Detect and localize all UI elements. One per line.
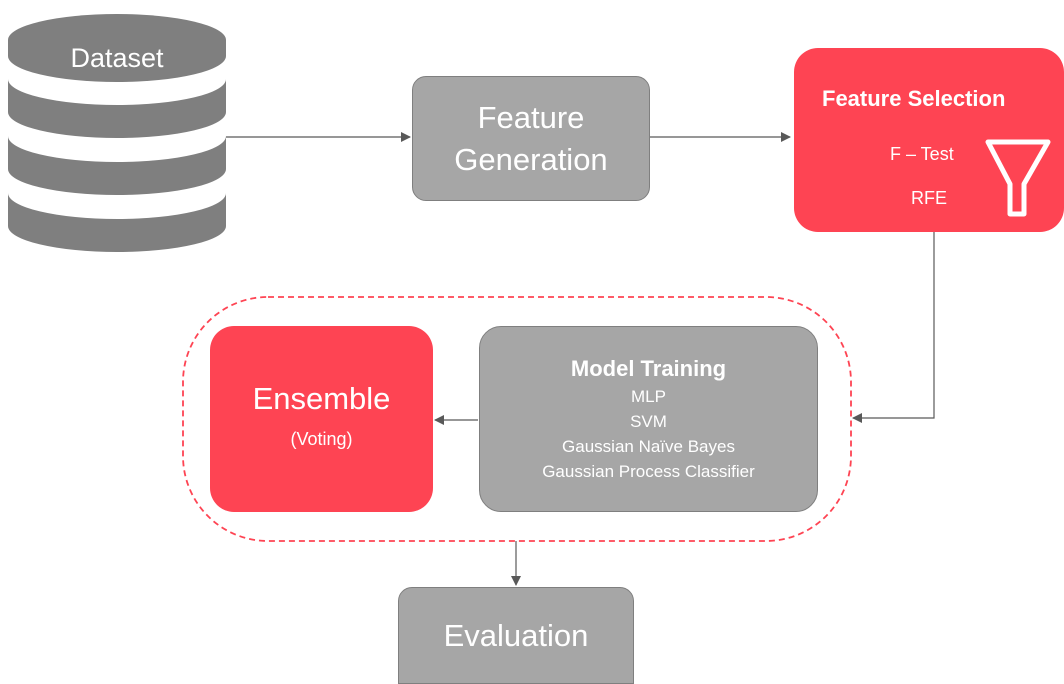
feature-selection-title: Feature Selection: [822, 86, 1006, 111]
feature-generation-box: Feature Generation: [412, 76, 650, 201]
feature-generation-line2: Generation: [454, 141, 608, 177]
feature-selection-method-rfe: RFE: [911, 188, 947, 208]
feature-selection-method-ftest: F – Test: [890, 144, 954, 164]
filter-icon: [985, 139, 1051, 217]
model-item: Gaussian Naïve Bayes: [562, 437, 735, 456]
arrow-selection-to-training: [852, 232, 935, 423]
feature-generation-line1: Feature: [477, 99, 585, 135]
model-item: MLP: [631, 387, 666, 406]
dataset-node: Dataset: [8, 38, 226, 78]
dataset-label: Dataset: [70, 42, 164, 73]
ensemble-title: Ensemble: [252, 381, 391, 416]
model-item: SVM: [630, 412, 667, 431]
evaluation-label: Evaluation: [443, 617, 589, 653]
model-item: Gaussian Process Classifier: [542, 462, 755, 481]
evaluation-box: Evaluation: [398, 587, 634, 684]
feature-selection-box: Feature Selection F – Test RFE: [794, 48, 1064, 232]
ensemble-box: Ensemble (Voting): [210, 326, 433, 512]
model-training-box: Model Training MLP SVM Gaussian Naïve Ba…: [479, 326, 818, 512]
model-training-title: Model Training: [570, 356, 727, 381]
ensemble-subtitle: (Voting): [290, 429, 353, 449]
database-icon: [8, 14, 226, 252]
